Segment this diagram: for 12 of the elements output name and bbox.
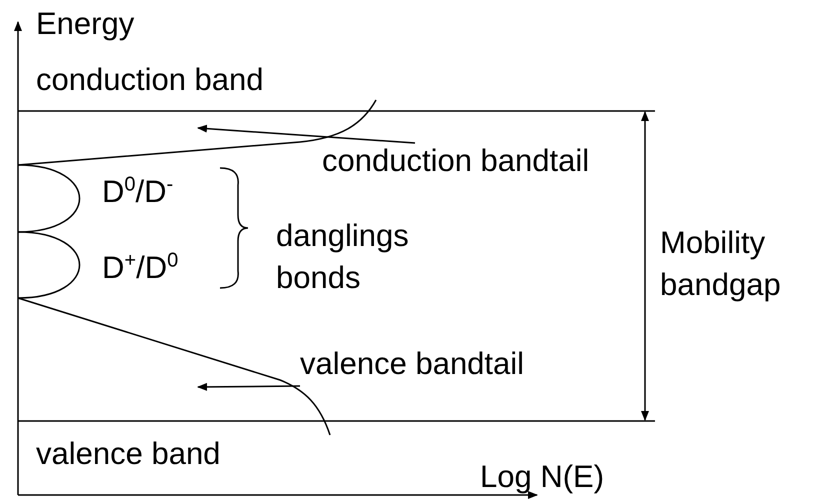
- axis-label: Energy: [36, 6, 134, 42]
- state-label: D$^{0}$/D$^{-}$: [102, 174, 174, 210]
- leader-arrow: [197, 382, 300, 391]
- leader-arrow: [197, 124, 416, 144]
- region-label: conduction band: [36, 62, 264, 98]
- region-label: danglings bonds: [276, 217, 410, 297]
- region-label: valence band: [36, 436, 220, 472]
- state-label: D$^{+}$/D$^{0}$: [102, 250, 178, 286]
- axis-label: Log N(E): [480, 459, 604, 495]
- callout-text: valence bandtail: [300, 346, 524, 386]
- region-label: Mobility bandgap: [660, 224, 782, 304]
- callout-text: conduction bandtail: [322, 143, 590, 183]
